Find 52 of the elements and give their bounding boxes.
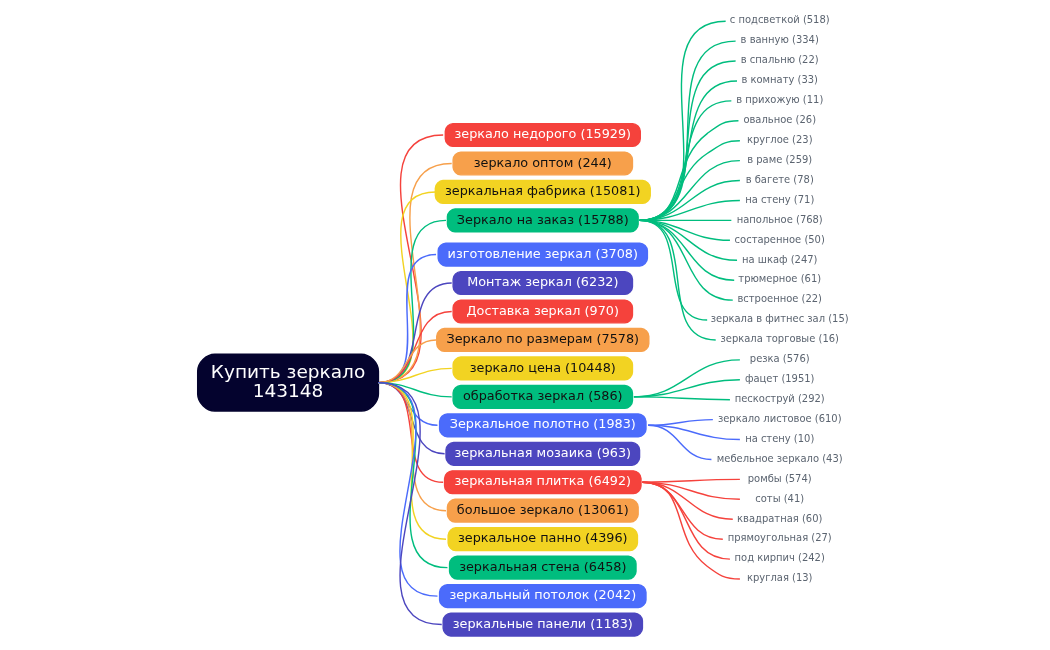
node-text: резка (576) xyxy=(749,353,810,365)
node-text: с подсветкой (518) xyxy=(729,14,830,26)
node-text: квадратная (60) xyxy=(737,512,823,524)
node-text: зеркало листовое (610) xyxy=(717,412,842,424)
connector xyxy=(641,481,741,580)
node-text: зеркала торговые (16) xyxy=(720,333,839,345)
node-text: в ванную (334) xyxy=(740,34,819,46)
node-text: состаренное (50) xyxy=(734,233,825,245)
node-box: Зеркальное полотно (1983) xyxy=(438,413,647,438)
node-text: в прихожую (11) xyxy=(736,94,824,106)
node-box: изготовление зеркал (3708) xyxy=(437,242,649,267)
node-text: пескоструй (292) xyxy=(734,392,825,404)
node-box: зеркальное панно (4396) xyxy=(447,527,639,552)
node-text: прямоугольная (27) xyxy=(727,532,832,544)
node-box: зеркальный потолок (2042) xyxy=(438,584,647,609)
node-box: Зеркало на заказ (15788) xyxy=(446,208,639,233)
node-text: в спальню (22) xyxy=(740,54,819,66)
node-text: круглая (13) xyxy=(746,572,813,584)
connector xyxy=(647,424,713,461)
node-box: зеркальная фабрика (15081) xyxy=(434,179,651,205)
node-text: круглое (23) xyxy=(746,133,813,145)
node-text: мебельное зеркало (43) xyxy=(716,452,843,464)
node-text: в раме (259) xyxy=(747,153,813,165)
node-text: овальное (26) xyxy=(743,114,817,126)
node-text: напольное (768) xyxy=(736,213,823,225)
node-box: зеркало оптом (244) xyxy=(452,151,634,176)
node-text: ромбы (574) xyxy=(747,472,812,484)
node-text: на стену (10) xyxy=(745,432,815,444)
connector xyxy=(633,396,731,401)
node-box: Купить зеркало 143148 xyxy=(197,353,380,412)
node-box: зеркальные панели (1183) xyxy=(442,612,644,637)
node-box: Зеркало по размерам (7578) xyxy=(436,327,650,353)
node-box: зеркало недорого (15929) xyxy=(444,122,641,148)
node-text: на шкаф (247) xyxy=(742,253,818,265)
node-box: зеркальная мозаика (963) xyxy=(445,441,641,466)
node-text: под кирпич (242) xyxy=(734,552,825,564)
connector xyxy=(638,219,717,341)
node-text: соты (41) xyxy=(755,492,805,504)
node-box: большое зеркало (13061) xyxy=(446,498,639,523)
node-text: встроенное (22) xyxy=(737,293,822,305)
node-box: Монтаж зеркал (6232) xyxy=(452,270,634,296)
node-box: зеркальная стена (6458) xyxy=(448,555,637,580)
node-text: трюмерное (61) xyxy=(738,273,822,285)
node-text: на стену (71) xyxy=(745,193,815,205)
node-box: зеркальная плитка (6492) xyxy=(443,470,642,495)
node-box: обработка зеркал (586) xyxy=(452,384,634,409)
node-text: зеркала в фитнес зал (15) xyxy=(710,313,849,325)
node-text: в комнату (33) xyxy=(741,74,818,86)
node-text: в багете (78) xyxy=(745,173,814,185)
node-text: фацет (1951) xyxy=(744,373,815,385)
node-box: Доставка зеркал (970) xyxy=(452,299,634,324)
node-box: зеркало цена (10448) xyxy=(452,356,634,381)
